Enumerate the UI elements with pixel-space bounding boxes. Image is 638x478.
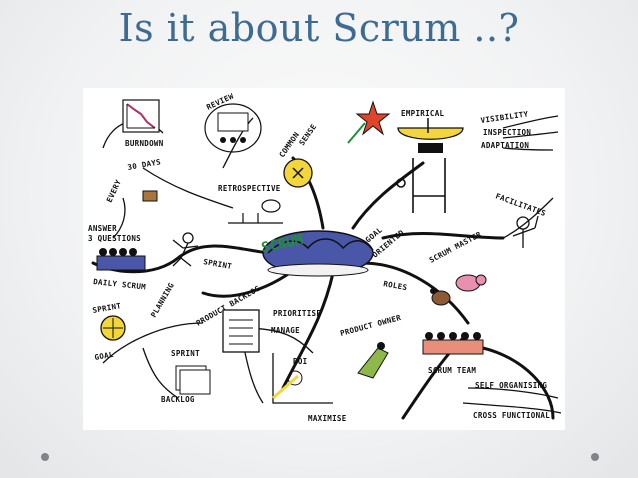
retrospective-icon [228,199,283,224]
label-sense: SENSE [297,122,318,147]
label-product-owner: PRODUCT OWNER [339,313,402,338]
label-empirical: EMPIRICAL [401,109,445,118]
product-owner-icon [357,342,389,379]
box-icon [142,190,158,202]
scrum-team-icon [422,332,484,355]
label-sprint-goal: SPRINT [92,301,122,315]
label-review: REVIEW [205,91,235,111]
label-30-days: 30 DAYS [127,157,162,172]
branch-roles [361,261,470,325]
label-inspection: INSPECTION [483,128,531,137]
label-cross-functional: CROSS FUNCTIONAL [473,411,550,420]
sun-icon [283,158,313,188]
label-answer: ANSWER [88,224,117,233]
label-roi: ROI [293,357,307,366]
scrum-mindmap: SCRUM [83,88,565,430]
label-burndown: BURNDOWN [125,139,164,148]
review-board-icon [204,103,262,153]
label-visibility: VISIBILITY [480,109,529,125]
runner-icon [172,232,199,267]
label-adaptation: ADAPTATION [481,141,529,150]
sprint-backlog-icon [175,365,211,395]
label-sprint-backlog-1: SPRINT [171,349,200,358]
label-3-questions: 3 QUESTIONS [88,234,141,243]
pig-icon [455,274,487,292]
wheel-icon [100,315,126,341]
star-icon [347,100,391,144]
mindmap-drawing: SCRUM [88,91,562,423]
label-manage: MANAGE [271,326,300,335]
product-backlog-list-icon [222,309,260,353]
label-every: EVERY [105,178,123,204]
goal-posts-icon [396,158,446,213]
daily-scrum-people-icon [96,248,146,271]
branch-scrum-master [381,232,505,240]
label-retrospective: RETROSPECTIVE [218,184,281,193]
scrum-huddle-icon [262,230,374,277]
right-dot-icon [591,453,599,461]
label-daily-scrum: DAILY SCRUM [93,277,147,292]
roi-chart-icon [272,353,333,404]
branch-scrum-team [481,346,555,420]
label-sprint-backlog-2: BACKLOG [161,395,195,404]
label-maximise: MAXIMISE [308,414,347,423]
label-scrum-team: SCRUM TEAM [428,366,476,375]
label-sprint: SPRINT [203,257,233,271]
left-dot-icon [41,453,49,461]
label-self-organising: SELF ORGANISING [475,381,547,390]
label-facilitates: FACILITATES [494,191,547,218]
label-prioritise: PRIORITISE [273,309,321,318]
label-planning: PLANNING [149,281,176,319]
label-common: COMMON [277,130,301,159]
chicken-icon [430,288,451,306]
label-goal: GOAL [94,350,115,362]
branch-product-backlog [281,271,335,390]
slide-title: Is it about Scrum ..? [118,6,520,50]
branch-empirical [351,161,425,230]
label-roles: ROLES [383,279,408,292]
label-goal-oriented-1: GOAL [364,225,385,244]
burndown-chart-icon [122,99,160,133]
balance-scales-icon [397,118,464,153]
scrum-master-icon [512,215,539,248]
